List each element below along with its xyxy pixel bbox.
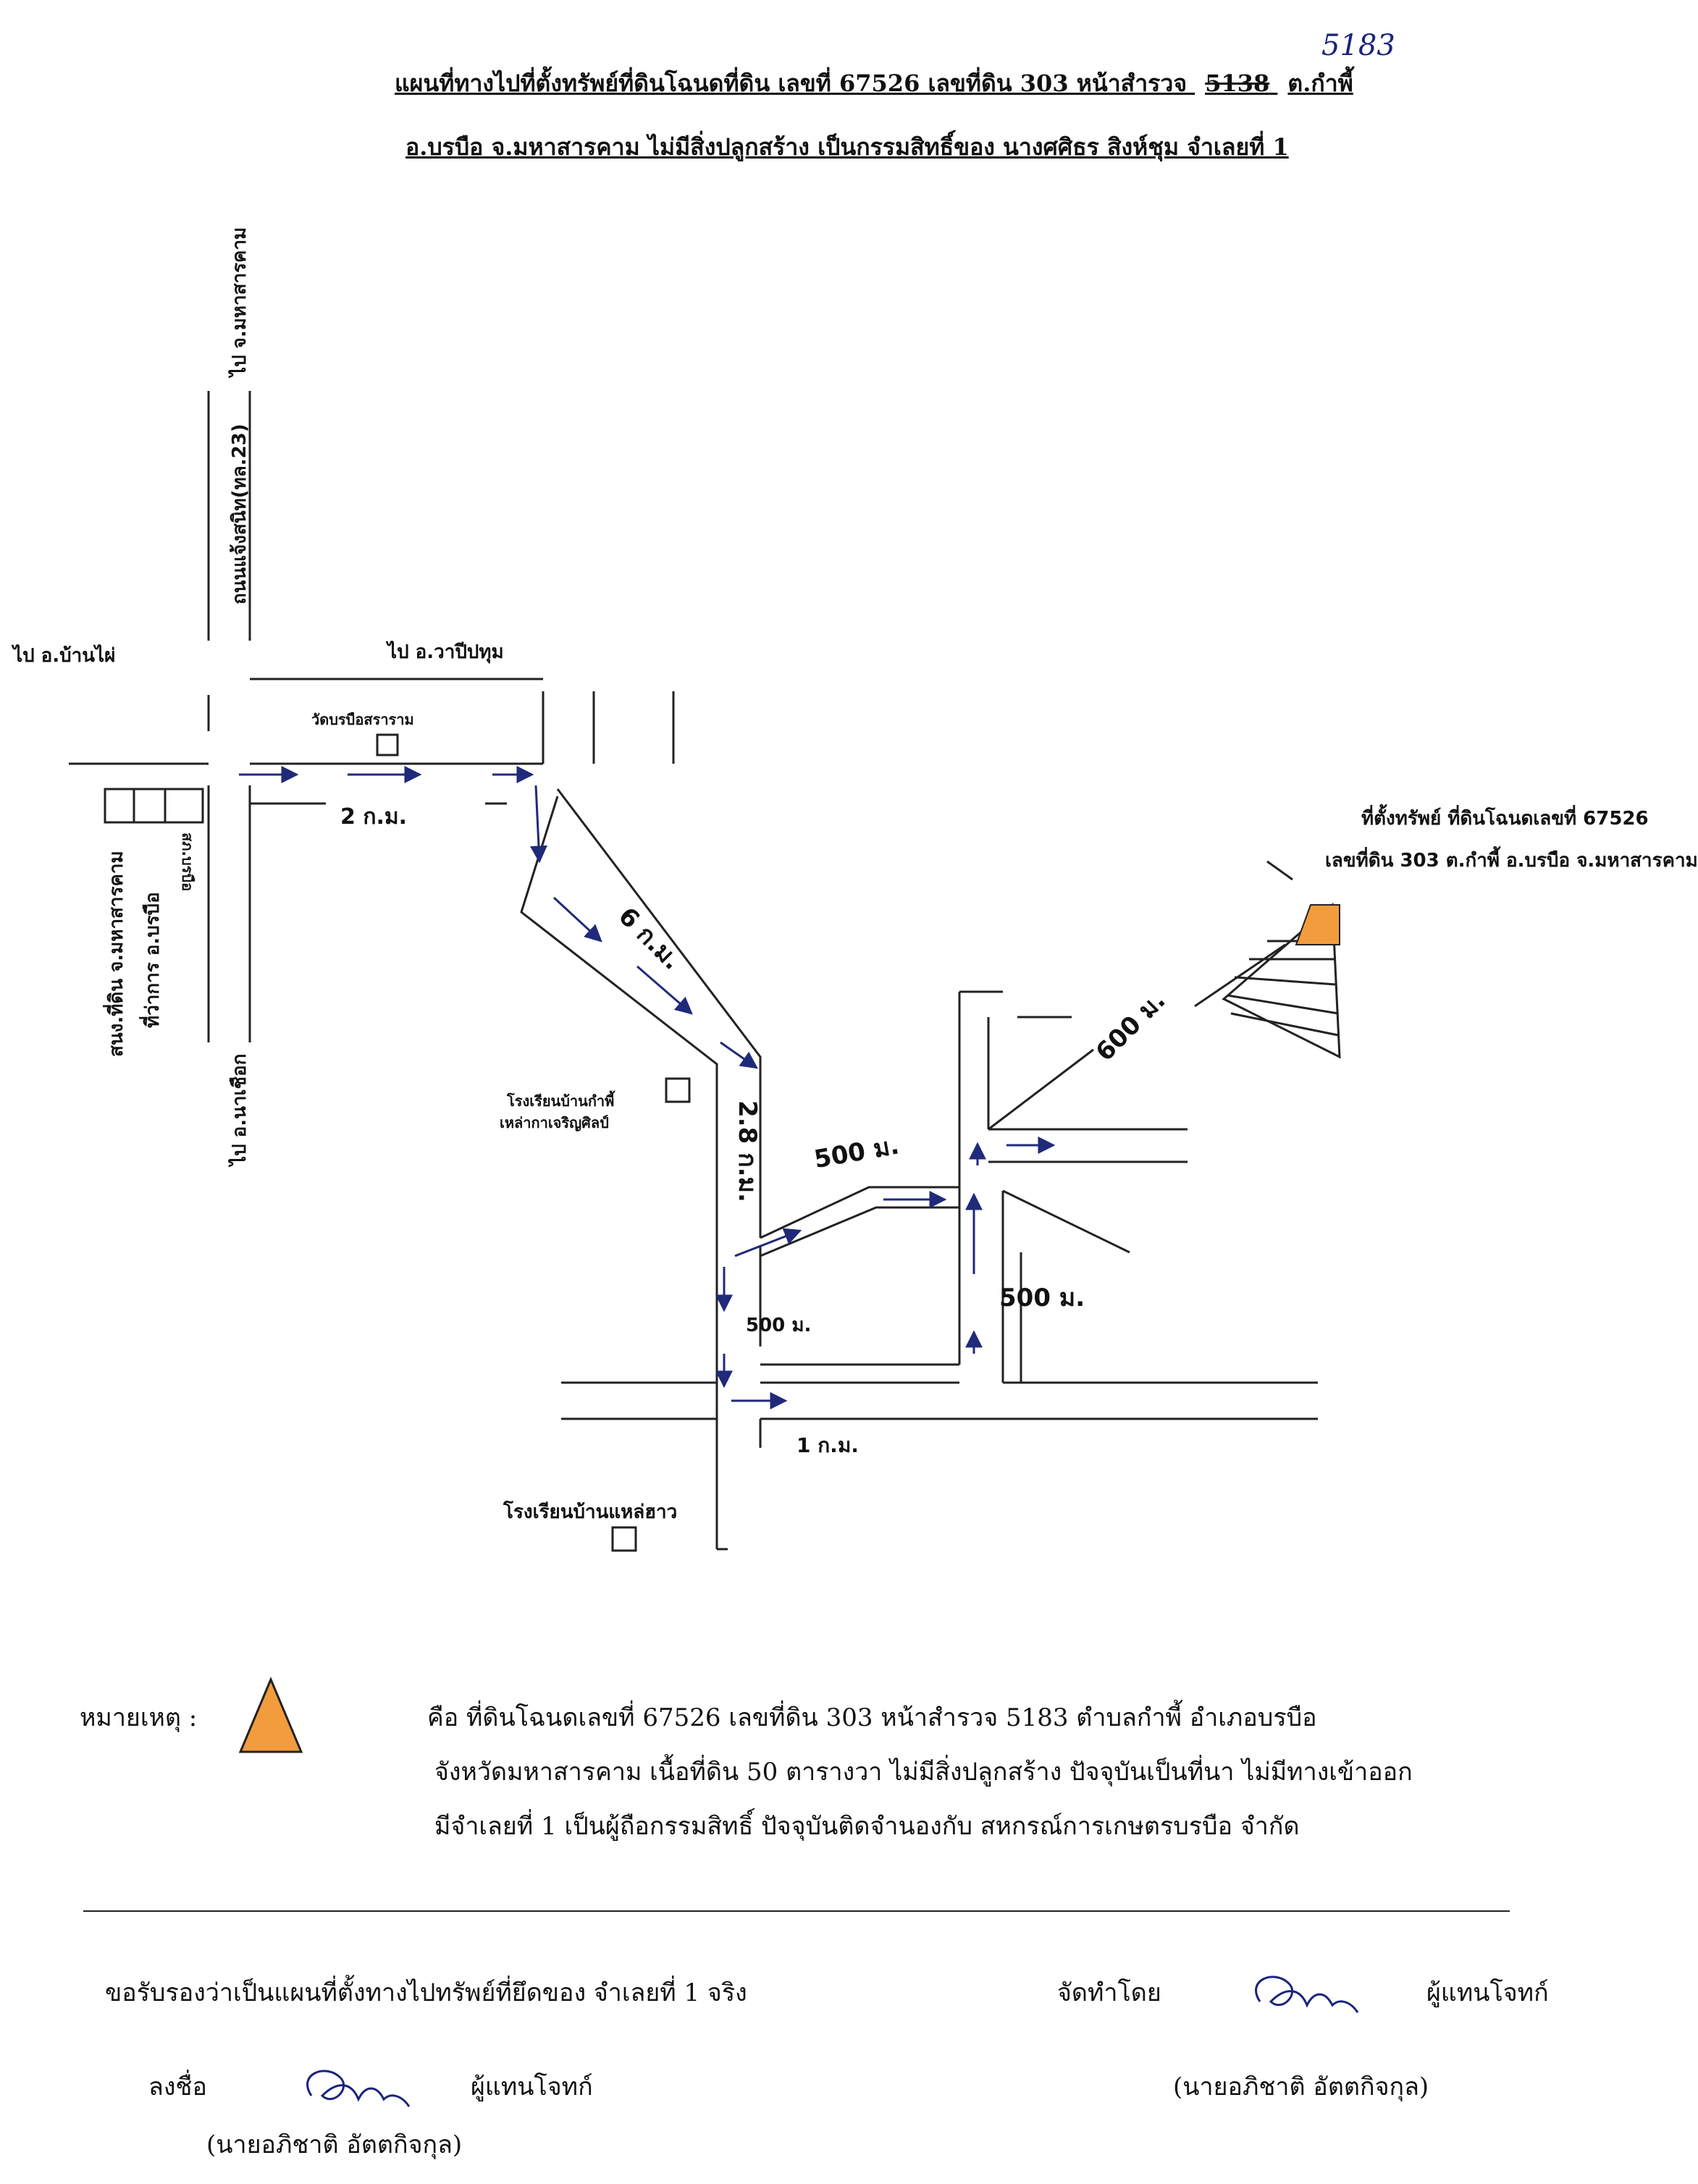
signature-right: [1255, 1976, 1359, 2013]
label-land-office: สนง.ที่ดิน จ.มหาสารคาม: [106, 851, 127, 1057]
building-markers: [104, 733, 691, 1552]
label-to-mahasarakham: ไป จ.มหาสารคาม: [229, 227, 251, 376]
label-to-wapi-pathum: ไป อ.วาปีปทุม: [387, 641, 504, 663]
temple-square: [376, 733, 399, 756]
school-2-square: [611, 1526, 637, 1552]
offices-block: [104, 788, 204, 824]
distance-2-8km: 2.8 ก.ม.: [733, 1100, 762, 1202]
diag-road-left: [520, 796, 718, 1245]
distance-500m-lower: 500 ม.: [746, 1315, 812, 1336]
label-temple: วัดบรบือสราราม: [311, 711, 414, 728]
title-line-1-tail: ต.กำพี้: [1287, 69, 1353, 97]
legend-property-triangle: [238, 1677, 303, 1753]
label-highway: ถนนแจ้งสนิท(ทล.23): [229, 423, 251, 604]
title-line-2: อ.บรบือ จ.มหาสารคาม ไม่มีสิ่งปลูกสร้าง เ…: [405, 133, 1289, 161]
survey-number-struck: 5138: [1205, 69, 1270, 97]
east-road-lower-diag: [1002, 1189, 1130, 1254]
branch-road-upper: [760, 1186, 959, 1239]
label-school-1-line-2: เหล่ากาเจริญศิลป์: [500, 1114, 609, 1131]
branch-road-lower: [760, 1206, 959, 1257]
label-to-na-chueak: ไป อ.นาเชือก: [229, 1053, 251, 1165]
plaintiff-rep-left: ผู้แทนโจทก์: [471, 2073, 593, 2101]
leader-tick: [1266, 860, 1293, 881]
sign-label: ลงชื่อ: [148, 2073, 207, 2101]
distance-1km: 1 ก.ม.: [797, 1433, 859, 1457]
plaintiff-rep-right: ผู้แทนโจทก์: [1426, 1978, 1549, 2007]
label-property-line-2: เลขที่ดิน 303 ต.กำพี้ อ.บรบือ จ.มหาสารคา…: [1325, 850, 1698, 872]
legend-line-1: คือ ที่ดินโฉนดเลขที่ 67526 เลขที่ดิน 303…: [427, 1703, 1317, 1732]
route-arrows: [239, 766, 1056, 1409]
survey-number-correction: 5183: [1321, 29, 1395, 62]
distance-500m-right: 500 ม.: [999, 1283, 1085, 1312]
property-plot-outline: [1222, 902, 1341, 1059]
certify-statement: ขอรับรองว่าเป็นแผนที่ตั้งทางไปทรัพย์ที่ย…: [105, 1978, 747, 2007]
label-school-1-line-1: โรงเรียนบ้านกำพี้: [507, 1092, 615, 1110]
name-right: (นายอภิชาติ อัตตกิจกุล): [1173, 2073, 1429, 2101]
title-line-1: แผนที่ทางไปที่ตั้งทรัพย์ที่ดินโฉนดที่ดิน…: [395, 65, 1353, 102]
arrow-5: [552, 896, 602, 943]
diag-road-right: [556, 788, 762, 1238]
property-marker: [1295, 904, 1340, 945]
signature-left: [306, 2070, 411, 2107]
arrow-6: [636, 965, 693, 1015]
label-police-station: สภ.บรบือ: [179, 832, 196, 892]
leader-line-upper: [1194, 943, 1286, 1008]
prepared-by-label: จัดทำโดย: [1057, 1978, 1161, 2007]
legend-line-3: มีจำเลยที่ 1 เป็นผู้ถือกรรมสิทธิ์ ปัจจุบ…: [434, 1812, 1300, 1841]
label-school-2: โรงเรียนบ้านแหล่ฮาว: [503, 1501, 678, 1523]
distance-2km: 2 ก.ม.: [340, 804, 408, 830]
road-lines: [69, 391, 1341, 1551]
arrow-7: [720, 1041, 758, 1069]
leader-line-lower: [988, 1048, 1094, 1131]
arrow-8: [734, 1228, 802, 1257]
legend-label: หมายเหตุ :: [80, 1703, 198, 1732]
label-to-ban-phai: ไป อ.บ้านไผ่: [13, 645, 116, 667]
arrow-4: [529, 785, 547, 864]
title-line-1-main: แผนที่ทางไปที่ตั้งทรัพย์ที่ดินโฉนดที่ดิน…: [395, 69, 1188, 97]
label-district-office: ที่ว่าการ อ.บรบือ: [142, 892, 164, 1028]
legend-line-2: จังหวัดมหาสารคาม เนื้อที่ดิน 50 ตารางวา …: [434, 1758, 1413, 1787]
name-left: (นายอภิชาติ อัตตกิจกุล): [206, 2130, 463, 2159]
school-1-square: [665, 1077, 691, 1103]
label-property-line-1: ที่ตั้งทรัพย์ ที่ดินโฉนดเลขที่ 67526: [1361, 808, 1649, 830]
